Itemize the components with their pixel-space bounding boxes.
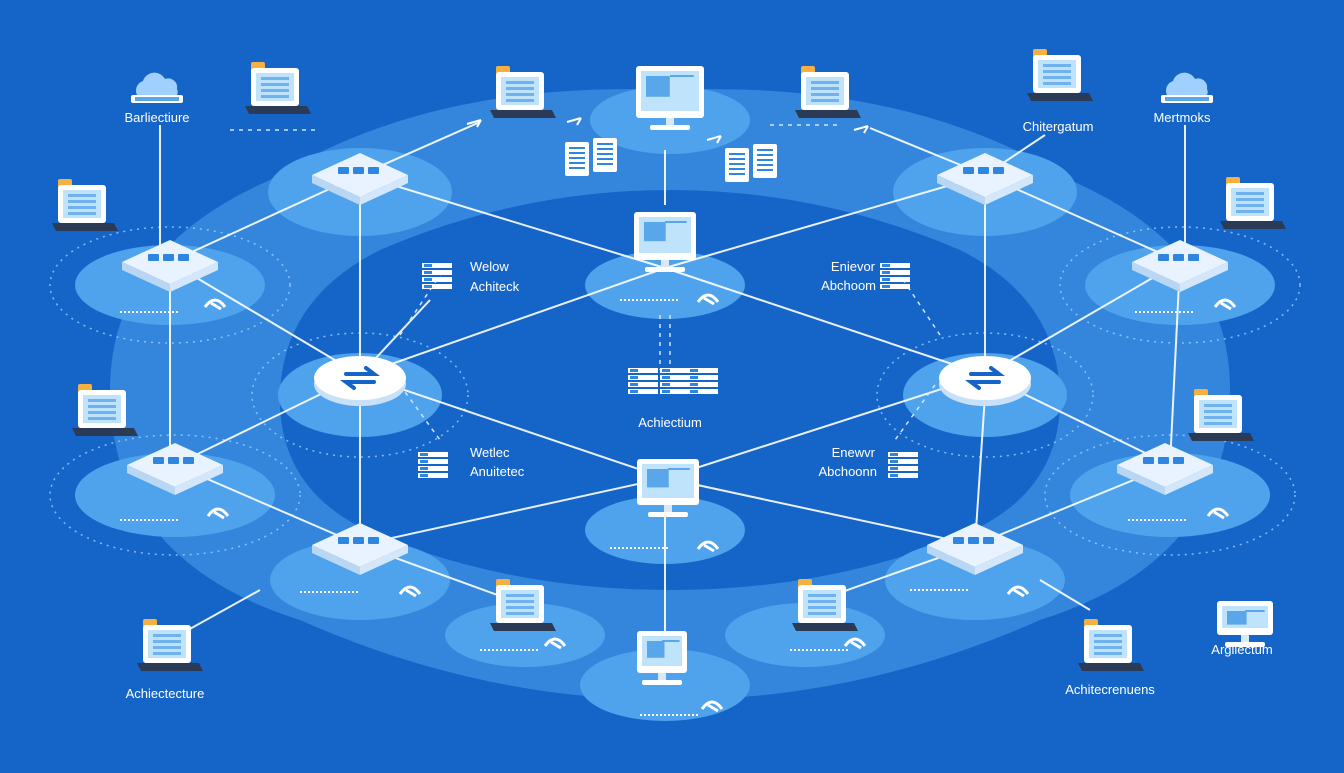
network-switch-icon-left-1 bbox=[122, 240, 218, 292]
network-switch-icon-right-2 bbox=[1117, 443, 1213, 495]
tool-icon-2 bbox=[1213, 298, 1237, 311]
document-icon-right bbox=[725, 144, 777, 182]
laptop-icon-12 bbox=[1078, 619, 1144, 671]
network-switch-icon-right-1 bbox=[1132, 240, 1228, 292]
laptop-icon-2 bbox=[490, 66, 556, 118]
connection-links bbox=[159, 121, 1186, 641]
pad-center-upper bbox=[585, 251, 745, 319]
tool-icon-6 bbox=[1006, 585, 1030, 598]
tool-icon-8 bbox=[696, 540, 720, 553]
server-rack-icon-1 bbox=[422, 263, 452, 289]
text-labels: Barliectiure Chitergatum Mertmoks Welow … bbox=[124, 110, 1272, 701]
tool-icon-11 bbox=[700, 700, 724, 713]
monitor-icon-center-upper bbox=[634, 212, 696, 272]
laptop-icon-4 bbox=[1027, 49, 1093, 101]
server-rack-icon-6 bbox=[660, 368, 690, 394]
arrow-icon-1 bbox=[466, 119, 482, 128]
monitor-icon-top bbox=[636, 66, 704, 130]
pad-bottom-left bbox=[270, 540, 450, 620]
arrow-icon-4 bbox=[853, 125, 869, 134]
label-top-right-b: Mertmoks bbox=[1153, 110, 1211, 125]
label-bottom-right-b: Argiiectum bbox=[1211, 642, 1272, 657]
monitor-icon-bottom bbox=[637, 631, 687, 685]
network-switch-icon-top-right bbox=[937, 153, 1033, 205]
label-top-left: Barliectiure bbox=[124, 110, 189, 125]
label-mid-right-top-a: Enievor bbox=[831, 259, 876, 274]
tool-icon-4 bbox=[1206, 507, 1230, 520]
server-rack-icon-2 bbox=[880, 263, 910, 289]
arrow-icon-2 bbox=[566, 117, 582, 126]
server-rack-icon-5 bbox=[628, 368, 658, 394]
cloud-icon-left bbox=[131, 72, 183, 103]
network-switch-icon-bottom-left bbox=[312, 523, 408, 575]
laptop-icon-5 bbox=[52, 179, 118, 231]
laptop-icon-3 bbox=[795, 66, 861, 118]
tool-icon-1 bbox=[203, 298, 227, 311]
label-mid-left-bottom-a: Wetlec bbox=[470, 445, 510, 460]
label-mid-right-top-b: Abchoom bbox=[821, 278, 876, 293]
label-mid-left-top-a: Welow bbox=[470, 259, 509, 274]
laptop-icon-11 bbox=[137, 619, 203, 671]
network-switch-icon-top-left bbox=[312, 153, 408, 205]
laptop-icon-7 bbox=[72, 384, 138, 436]
arrow-icon-3 bbox=[706, 135, 722, 144]
laptop-icon-8 bbox=[1188, 389, 1254, 441]
monitor-icon-center-lower bbox=[637, 459, 699, 517]
tool-icon-9 bbox=[543, 637, 567, 650]
router-icon-left bbox=[314, 356, 406, 406]
tool-icon-10 bbox=[843, 637, 867, 650]
monitor-icon-bottom-right bbox=[1217, 601, 1273, 647]
router-icon-right bbox=[939, 356, 1031, 406]
laptop-icon-1 bbox=[245, 62, 311, 114]
tool-icon-7 bbox=[696, 293, 720, 306]
network-switch-icon-bottom-right bbox=[927, 523, 1023, 575]
label-mid-right-bottom-a: Enewvr bbox=[832, 445, 876, 460]
document-icon-left bbox=[565, 138, 617, 176]
server-rack-icon-4 bbox=[888, 452, 918, 478]
laptop-icon-9 bbox=[490, 579, 556, 631]
label-mid-left-top-b: Achiteck bbox=[470, 279, 520, 294]
label-bottom-right-a: Achitecrenuens bbox=[1065, 682, 1155, 697]
label-mid-left-bottom-b: Anuitetec bbox=[470, 464, 525, 479]
label-bottom-left: Achiectecture bbox=[126, 686, 205, 701]
tool-icon-3 bbox=[206, 507, 230, 520]
laptop-icon-10 bbox=[792, 579, 858, 631]
label-top-right-a: Chitergatum bbox=[1023, 119, 1094, 134]
tool-icon-5 bbox=[398, 585, 422, 598]
cloud-icon-right bbox=[1161, 72, 1213, 103]
server-rack-icon-3 bbox=[418, 452, 448, 478]
server-rack-icon-7 bbox=[688, 368, 718, 394]
label-mid-right-bottom-b: Abchoonn bbox=[818, 464, 877, 479]
network-switch-icon-left-2 bbox=[127, 443, 223, 495]
laptop-icon-6 bbox=[1220, 177, 1286, 229]
device-icons bbox=[52, 49, 1286, 716]
label-center: Achiectium bbox=[638, 415, 702, 430]
